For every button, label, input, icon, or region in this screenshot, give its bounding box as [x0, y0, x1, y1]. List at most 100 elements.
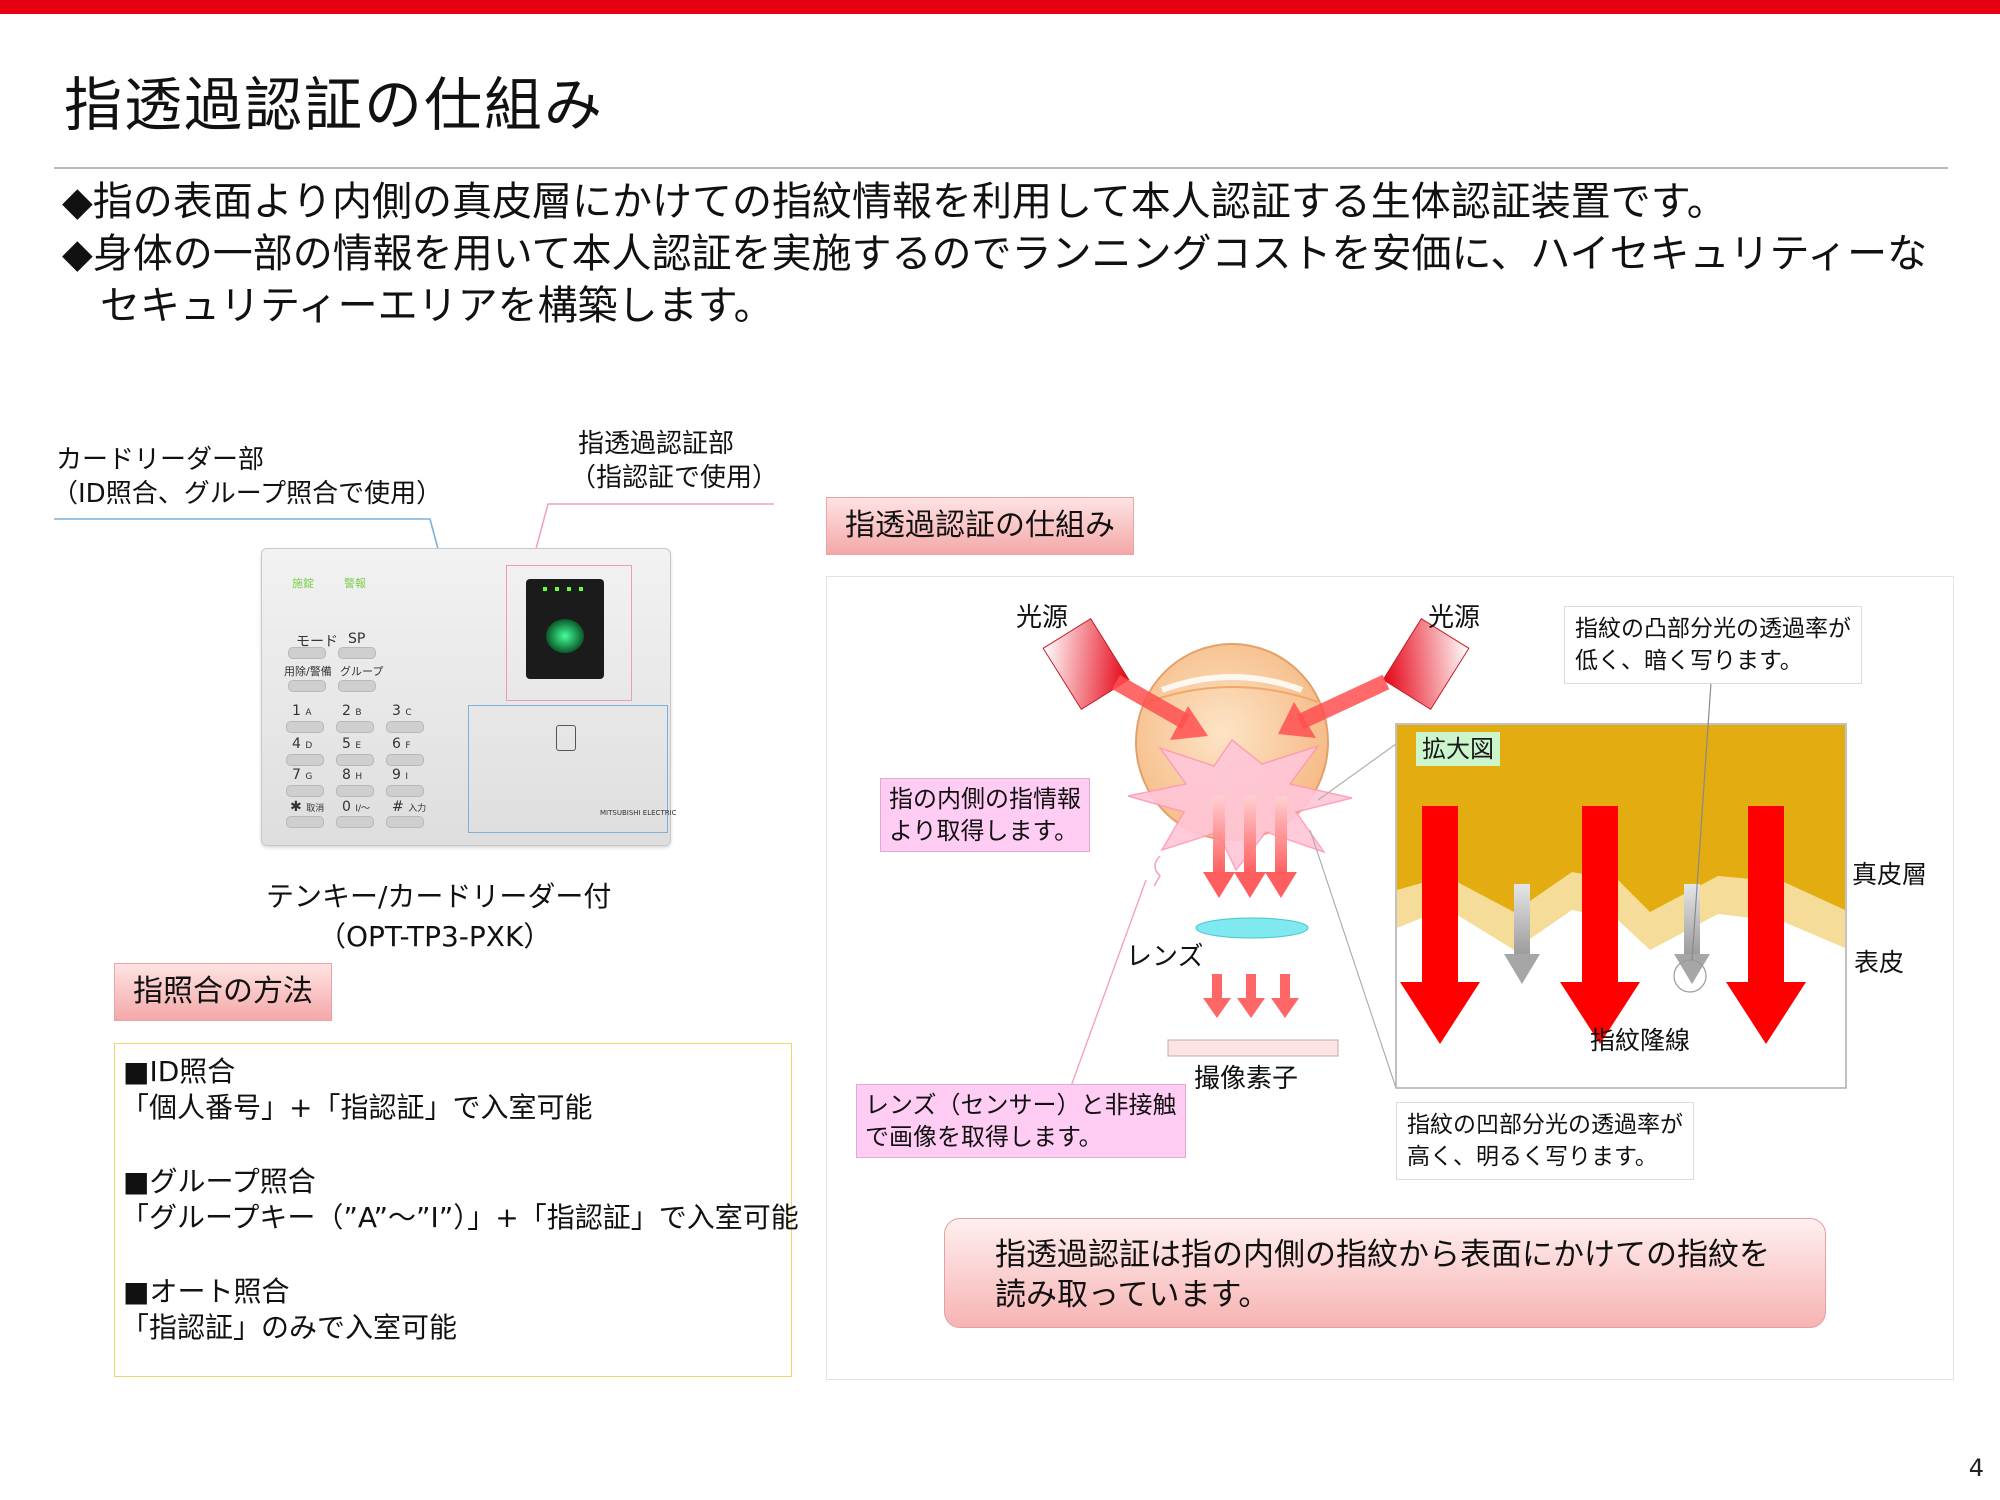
finger-sensor [526, 579, 604, 679]
transmitted-arrows-lower [1203, 974, 1299, 1018]
intro-bullet-1: ◆指の表面より内側の真皮層にかけての指紋情報を利用して本人認証する生体認証装置で… [62, 179, 1727, 225]
light-source-right-label: 光源 [1428, 603, 1481, 633]
red-arrow-1 [1400, 806, 1480, 1044]
sensor-glow [546, 619, 584, 653]
card-icon [556, 725, 576, 751]
page-number: 4 [1968, 1454, 1984, 1482]
light-burst [1127, 738, 1353, 872]
finger-auth-label: 指透過認証部 [578, 429, 735, 459]
key-9 [386, 785, 424, 797]
key-mode [288, 647, 326, 659]
key-5 [336, 754, 374, 766]
lens-label: レンズ [1126, 942, 1204, 972]
card-reader-label: カードリーダー部 [56, 445, 265, 475]
incident-arrow-right [1278, 674, 1390, 738]
finger-info-line-2: より取得します。 [889, 817, 1079, 845]
epidermis-label: 表皮 [1854, 948, 1905, 977]
card-reader-highlight [468, 705, 668, 833]
key-star-label: ✱ 取消 [290, 799, 325, 815]
ridge-note-line-1: 指紋の凸部分光の透過率が [1575, 616, 1851, 642]
key-7-label: 7 G [292, 767, 313, 783]
key-disarm [288, 680, 326, 692]
device-caption: テンキー/カードリーダー付 [266, 880, 612, 913]
conclusion-line-2: 読み取っています。 [995, 1277, 1270, 1313]
sensor-leds [543, 587, 587, 591]
method-auto-desc: 「指認証」のみで入室可能 [121, 1311, 458, 1344]
noncontact-line-1: レンズ（センサー）と非接触 [865, 1091, 1177, 1119]
key-label-group: グループ [340, 665, 384, 678]
key-sp [338, 647, 376, 659]
key-4-label: 4 D [292, 736, 313, 752]
valley-note-line-1: 指紋の凹部分光の透過率が [1407, 1112, 1683, 1138]
ridge-line-label: 指紋隆線 [1590, 1026, 1691, 1055]
key-label-disarm: 用除/警備 [284, 665, 332, 678]
noncontact-line-2: で画像を取得します。 [865, 1123, 1103, 1151]
valley-note-line-2: 高く、明るく写ります。 [1407, 1144, 1658, 1170]
key-6 [386, 754, 424, 766]
indicator-alarm: 警報 [344, 577, 366, 590]
finger-info-line-1: 指の内側の指情報 [889, 785, 1081, 813]
key-3-label: 3 C [392, 703, 412, 719]
key-0-label: 0 I/〜 [342, 799, 371, 815]
grey-arrow-1 [1504, 884, 1540, 984]
key-label-sp: SP [348, 631, 366, 647]
transmitted-arrows-upper [1203, 796, 1297, 898]
method-id-title: ■ID照合 [123, 1055, 236, 1088]
method-group-desc: 「グループキー（”A”〜”I”）」+「指認証」で入室可能 [121, 1201, 799, 1234]
dermis-label: 真皮層 [1852, 860, 1928, 889]
finger-auth-usage: （指認証で使用） [570, 463, 779, 493]
method-id-desc: 「個人番号」+「指認証」で入室可能 [121, 1091, 593, 1124]
key-7 [286, 785, 324, 797]
noncontact-callout: レンズ（センサー）と非接触 で画像を取得します。 [856, 1084, 1186, 1158]
conclusion-line-1: 指透過認証は指の内側の指紋から表面にかけての指紋を [995, 1237, 1770, 1273]
key-1-label: 1 A [292, 703, 312, 719]
ridge-note-callout: 指紋の凸部分光の透過率が 低く、暗く写ります。 [1564, 606, 1862, 684]
red-arrow-3 [1726, 806, 1806, 1044]
key-4 [286, 754, 324, 766]
mechanism-heading: 指透過認証の仕組み [826, 497, 1134, 555]
light-source-right [1382, 617, 1470, 711]
magnified-view [1309, 667, 1847, 1089]
key-hash [386, 816, 424, 828]
top-accent-bar [0, 0, 2000, 14]
key-label-mode: モード [296, 634, 338, 650]
key-2-label: 2 B [342, 703, 362, 719]
light-source-left-label: 光源 [1016, 603, 1069, 633]
key-8 [336, 785, 374, 797]
valley-note-callout: 指紋の凹部分光の透過率が 高く、明るく写ります。 [1396, 1102, 1694, 1180]
intro-bullet-2: ◆身体の一部の情報を用いて本人認証を実施するのでランニングコストを安価に、ハイセ… [62, 231, 1928, 277]
key-5-label: 5 E [342, 736, 362, 752]
brand-logo: MITSUBISHI ELECTRIC [600, 809, 677, 817]
image-sensor-plate [1167, 1039, 1339, 1057]
key-1 [286, 721, 324, 733]
page-title: 指透過認証の仕組み [64, 71, 605, 139]
key-hash-label: # 入力 [392, 799, 427, 815]
method-auto-title: ■オート照合 [123, 1275, 290, 1308]
card-reader-usage: （ID照合、グループ照合で使用） [52, 479, 443, 509]
key-3 [386, 721, 424, 733]
ridge-note-line-2: 低く、暗く写ります。 [1575, 648, 1803, 674]
key-9-label: 9 I [392, 767, 409, 783]
key-star [286, 816, 324, 828]
key-6-label: 6 F [392, 736, 411, 752]
indicator-lock: 施錠 [292, 577, 314, 590]
zoom-label: 拡大図 [1416, 732, 1500, 766]
method-heading: 指照合の方法 [114, 963, 332, 1021]
light-source-left [1042, 617, 1130, 711]
finger-info-callout: 指の内側の指情報 より取得します。 [880, 778, 1090, 852]
finger-auth-highlight [506, 565, 632, 701]
title-divider [54, 167, 1948, 169]
key-0 [336, 816, 374, 828]
method-group-title: ■グループ照合 [123, 1165, 316, 1198]
key-2 [336, 721, 374, 733]
key-group [338, 680, 376, 692]
conclusion-box: 指透過認証は指の内側の指紋から表面にかけての指紋を 読み取っています。 [944, 1218, 1826, 1328]
incident-arrow-left [1112, 675, 1208, 740]
device-model: （OPT-TP3-PXK） [318, 920, 552, 953]
key-8-label: 8 H [342, 767, 363, 783]
sensor-label: 撮像素子 [1194, 1064, 1299, 1094]
red-arrow-2 [1560, 806, 1640, 1044]
intro-bullet-2-cont: セキュリティーエリアを構築します。 [100, 283, 774, 329]
method-box: ■ID照合 「個人番号」+「指認証」で入室可能 ■グループ照合 「グループキー（… [114, 1043, 799, 1377]
